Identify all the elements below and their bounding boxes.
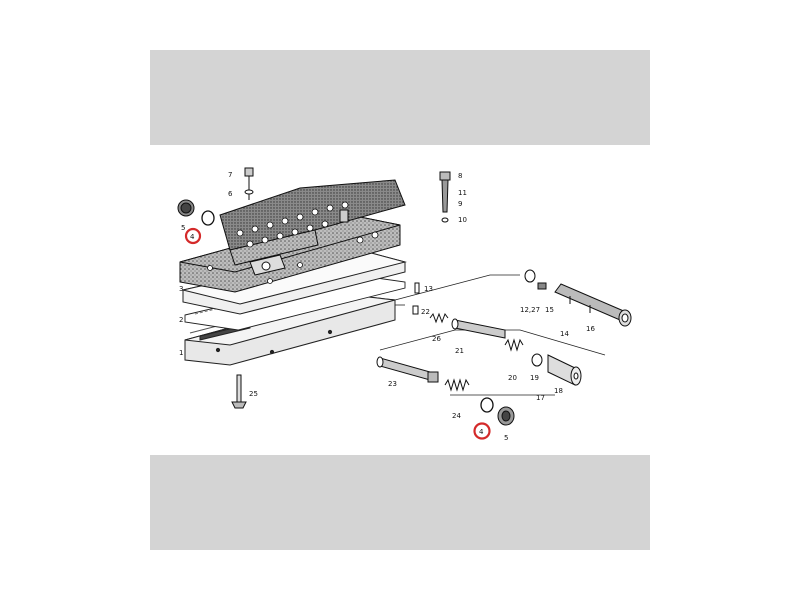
top-gray-band xyxy=(150,50,650,145)
callout-7: 7 xyxy=(228,171,232,179)
callout-16: 16 xyxy=(586,325,595,333)
callout-18: 18 xyxy=(554,387,563,395)
bottom-gray-band xyxy=(150,455,650,550)
callout-11: 11 xyxy=(458,189,467,197)
callout-23: 23 xyxy=(388,380,397,388)
plug-lower xyxy=(480,397,515,426)
pins xyxy=(412,282,420,315)
callout-22: 22 xyxy=(421,308,430,316)
callout-26: 26 xyxy=(432,335,441,343)
callout-1: 1 xyxy=(179,349,183,357)
callout-10: 10 xyxy=(458,216,467,224)
spool-assembly-right xyxy=(524,269,632,327)
callout-14: 14 xyxy=(560,330,569,338)
spool-21 xyxy=(451,318,506,339)
callout-5a: 5 xyxy=(181,224,185,232)
plug-upper-left xyxy=(177,199,215,226)
callout-4a: 4 xyxy=(190,233,195,241)
callout-12-27: 12,27 xyxy=(520,306,540,314)
spring-24 xyxy=(444,378,470,392)
spring-20 xyxy=(504,338,543,367)
callout-6: 6 xyxy=(228,190,233,198)
callout-24: 24 xyxy=(452,412,461,420)
callout-25: 25 xyxy=(249,390,258,398)
callout-3: 3 xyxy=(179,285,183,293)
callout-4b: 4 xyxy=(479,428,484,436)
sleeve-18 xyxy=(547,354,582,386)
highlight-circle-lower xyxy=(473,422,491,440)
callout-15: 15 xyxy=(545,306,554,314)
callout-21: 21 xyxy=(455,347,464,355)
highlight-circle-upper xyxy=(184,227,202,245)
valve-body xyxy=(179,179,406,293)
callout-labels: 1 2 3 4 5 6 7 8 9 10 11 12,27 13 14 15 1… xyxy=(179,171,595,442)
screw-25 xyxy=(231,374,247,409)
callout-13: 13 xyxy=(424,285,433,293)
callout-5b: 5 xyxy=(504,434,508,442)
callout-17: 17 xyxy=(536,394,545,402)
callout-8: 8 xyxy=(458,172,462,180)
callout-19: 19 xyxy=(530,374,539,382)
callout-20: 20 xyxy=(508,374,517,382)
bolt-upper xyxy=(244,167,254,200)
spring-26 xyxy=(429,312,449,324)
callout-2: 2 xyxy=(179,316,183,324)
bolt-upper-right xyxy=(439,171,451,223)
exploded-parts-diagram: 1 2 3 4 5 6 7 8 9 10 11 12,27 13 14 15 1… xyxy=(177,167,632,442)
spool-23 xyxy=(376,356,439,383)
callout-9: 9 xyxy=(458,200,462,208)
